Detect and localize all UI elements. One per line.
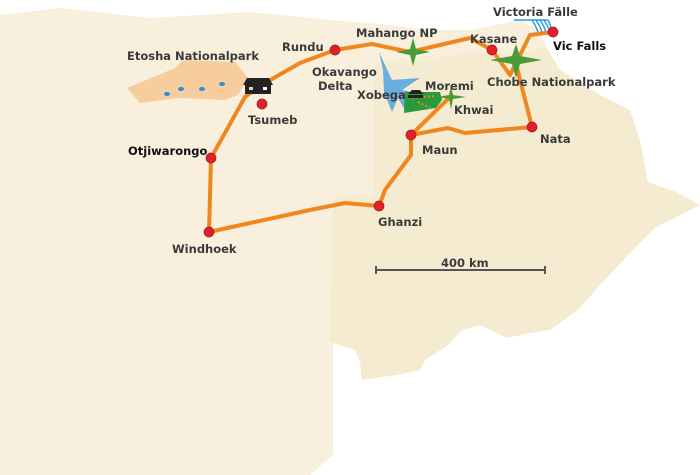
label-vic-falls: Vic Falls (553, 39, 607, 53)
label-scale: 400 km (441, 256, 489, 270)
label-victoria-falls-waterfall: Victoria Fälle (493, 5, 578, 19)
label-moremi: Moremi (425, 79, 474, 93)
label-delta: Delta (318, 79, 353, 93)
botswana-region (330, 45, 700, 380)
lodge-icon (243, 78, 273, 94)
label-windhoek: Windhoek (172, 242, 237, 256)
town-markers (203, 26, 559, 238)
label-nata: Nata (540, 132, 571, 146)
label-khwai: Khwai (454, 103, 494, 117)
label-kasane: Kasane (470, 32, 518, 46)
label-xobega: Xobega (357, 88, 406, 102)
namibia-region (0, 8, 545, 475)
camp-icon (408, 90, 423, 98)
label-mahango: Mahango NP (356, 26, 438, 40)
victoria-falls-waterfall-icon (514, 19, 553, 33)
etosha-waterholes (164, 82, 225, 96)
scale-bar (375, 266, 546, 274)
label-chobe: Chobe Nationalpark (487, 75, 616, 89)
label-maun: Maun (422, 143, 458, 157)
label-ghanzi: Ghanzi (378, 215, 423, 229)
label-etosha: Etosha Nationalpark (127, 49, 259, 63)
label-otjiwarongo: Otjiwarongo (128, 144, 208, 158)
label-okavango: Okavango (312, 65, 377, 79)
park-star-icons (396, 38, 542, 109)
label-tsumeb: Tsumeb (248, 113, 298, 127)
label-rundu: Rundu (282, 40, 324, 54)
etosha-pan (127, 60, 248, 103)
